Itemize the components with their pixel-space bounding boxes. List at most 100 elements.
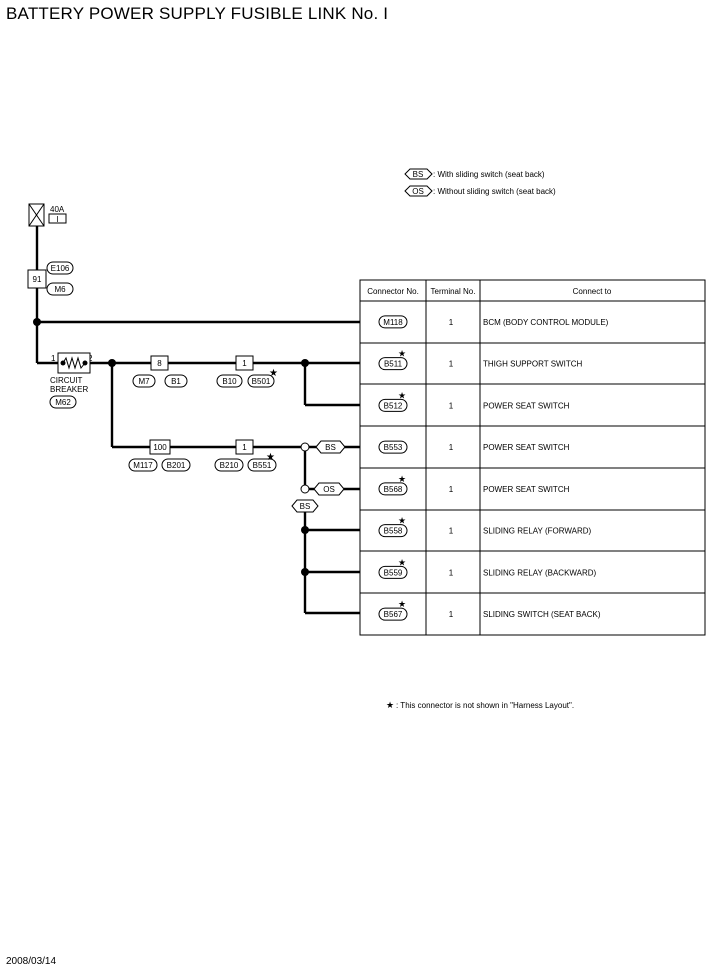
svg-text:BREAKER: BREAKER bbox=[50, 385, 88, 394]
connector-pill-icon bbox=[378, 607, 408, 621]
cell-connect-to: SLIDING SWITCH (SEAT BACK) bbox=[483, 610, 601, 619]
table-row: B512★ 1 POWER SEAT SWITCH bbox=[378, 390, 570, 412]
connector-pill-icon bbox=[378, 398, 408, 412]
splice-dot bbox=[108, 359, 116, 367]
bs-legend-text: : With sliding switch (seat back) bbox=[433, 170, 545, 179]
svg-text:BS: BS bbox=[325, 443, 336, 452]
connector-pill-icon bbox=[378, 482, 408, 496]
option-junction-icon bbox=[300, 484, 310, 494]
cell-connect-to: SLIDING RELAY (FORWARD) bbox=[483, 527, 592, 536]
connector-pill-icon bbox=[378, 524, 408, 538]
cell-connector: B511 bbox=[384, 360, 403, 369]
svg-text:M117: M117 bbox=[133, 461, 153, 470]
fuse-id: I bbox=[56, 215, 58, 224]
star-icon: ★ bbox=[398, 474, 406, 484]
splice-dot bbox=[301, 526, 309, 534]
bs-legend-code: BS bbox=[413, 170, 424, 179]
os-legend-text: : Without sliding switch (seat back) bbox=[433, 187, 556, 196]
star-icon: ★ bbox=[386, 700, 394, 710]
star-icon: ★ bbox=[266, 452, 275, 463]
table-row: B568★ 1 POWER SEAT SWITCH bbox=[378, 474, 570, 496]
cell-connect-to: SLIDING RELAY (BACKWARD) bbox=[483, 568, 597, 577]
cell-connector: B559 bbox=[384, 568, 403, 577]
svg-text:OS: OS bbox=[323, 485, 335, 494]
connector-pill-icon bbox=[378, 565, 408, 579]
footnote: ★ : This connector is not shown in "Harn… bbox=[386, 700, 574, 710]
svg-text:B210: B210 bbox=[220, 461, 239, 470]
os-legend-tag-icon bbox=[404, 185, 433, 197]
svg-text:B201: B201 bbox=[167, 461, 186, 470]
cell-connector: B512 bbox=[384, 401, 403, 410]
cell-terminal: 1 bbox=[449, 527, 454, 536]
star-icon: ★ bbox=[398, 516, 406, 526]
connector-table: Connector No. Terminal No. Connect to M1… bbox=[359, 279, 706, 636]
table-row: M118 1 BCM (BODY CONTROL MODULE) bbox=[378, 315, 609, 329]
svg-text:8: 8 bbox=[157, 359, 162, 368]
cell-terminal: 1 bbox=[449, 485, 454, 494]
svg-text:B1: B1 bbox=[171, 377, 181, 386]
cell-connect-to: POWER SEAT SWITCH bbox=[483, 485, 570, 494]
table-header-terminal: Terminal No. bbox=[431, 287, 476, 296]
cell-connector: B567 bbox=[384, 610, 403, 619]
cell-connector: M118 bbox=[383, 318, 403, 327]
svg-text:BS: BS bbox=[300, 502, 311, 511]
junction-91: 91 E106 M6 bbox=[27, 261, 74, 296]
svg-text:1: 1 bbox=[51, 354, 56, 363]
cell-connect-to: BCM (BODY CONTROL MODULE) bbox=[483, 318, 609, 327]
svg-text:M7: M7 bbox=[138, 377, 150, 386]
svg-text:1: 1 bbox=[242, 443, 247, 452]
svg-text:B501: B501 bbox=[252, 377, 271, 386]
star-icon: ★ bbox=[398, 349, 406, 359]
svg-text:B10: B10 bbox=[222, 377, 237, 386]
option-tag-bs-upper: BS bbox=[315, 440, 346, 454]
inline-connector-m117-b201: 100 M117 B201 bbox=[128, 439, 191, 472]
connector-m62: M62 bbox=[55, 398, 71, 407]
table-header-connector: Connector No. bbox=[367, 287, 419, 296]
bs-legend-tag-icon bbox=[404, 168, 433, 180]
connector-pill-icon bbox=[378, 357, 408, 371]
cell-connector: B558 bbox=[384, 527, 403, 536]
option-tag-bs-branch: BS bbox=[291, 499, 319, 513]
circuit-breaker: 1 2 CIRCUIT BREAKER M62 bbox=[49, 352, 93, 409]
inline-connector-b10-b501: 1 B10 B501 ★ bbox=[216, 355, 278, 388]
star-icon: ★ bbox=[398, 390, 406, 400]
cell-terminal: 1 bbox=[449, 360, 454, 369]
option-tag-os: OS bbox=[313, 482, 345, 496]
svg-text:91: 91 bbox=[33, 275, 42, 284]
cell-connect-to: POWER SEAT SWITCH bbox=[483, 443, 570, 452]
cell-connector: B568 bbox=[384, 485, 403, 494]
cell-terminal: 1 bbox=[449, 443, 454, 452]
page-title: BATTERY POWER SUPPLY FUSIBLE LINK No. I bbox=[6, 4, 389, 23]
cell-terminal: 1 bbox=[449, 318, 454, 327]
connector-e106: E106 bbox=[51, 264, 70, 273]
connector-pill-icon bbox=[378, 315, 408, 329]
cell-terminal: 1 bbox=[449, 401, 454, 410]
svg-text:100: 100 bbox=[153, 443, 167, 452]
legend: BS : With sliding switch (seat back) OS … bbox=[404, 168, 556, 197]
fusible-link: 40A I bbox=[28, 203, 67, 227]
inline-connector-b210-b551: 1 B210 B551 ★ bbox=[214, 439, 277, 472]
cell-terminal: 1 bbox=[449, 568, 454, 577]
splice-dot bbox=[301, 359, 309, 367]
svg-text:CIRCUIT: CIRCUIT bbox=[50, 376, 83, 385]
table-row: B559★ 1 SLIDING RELAY (BACKWARD) bbox=[378, 557, 597, 579]
star-icon: ★ bbox=[269, 368, 278, 379]
cell-connect-to: THIGH SUPPORT SWITCH bbox=[483, 360, 582, 369]
fuse-rating: 40A bbox=[50, 205, 65, 214]
svg-text:1: 1 bbox=[242, 359, 247, 368]
os-legend-code: OS bbox=[412, 187, 424, 196]
connector-pill-icon bbox=[378, 440, 408, 454]
cell-connect-to: POWER SEAT SWITCH bbox=[483, 401, 570, 410]
star-icon: ★ bbox=[398, 557, 406, 567]
cell-terminal: 1 bbox=[449, 610, 454, 619]
table-row: B511★ 1 THIGH SUPPORT SWITCH bbox=[378, 349, 582, 371]
splice-dot bbox=[301, 568, 309, 576]
connector-m6: M6 bbox=[54, 285, 66, 294]
table-header-connect-to: Connect to bbox=[573, 287, 612, 296]
inline-connector-m7-b1: 8 M7 B1 bbox=[132, 355, 188, 388]
svg-text:B551: B551 bbox=[253, 461, 272, 470]
footnote-text: : This connector is not shown in "Harnes… bbox=[396, 701, 574, 710]
